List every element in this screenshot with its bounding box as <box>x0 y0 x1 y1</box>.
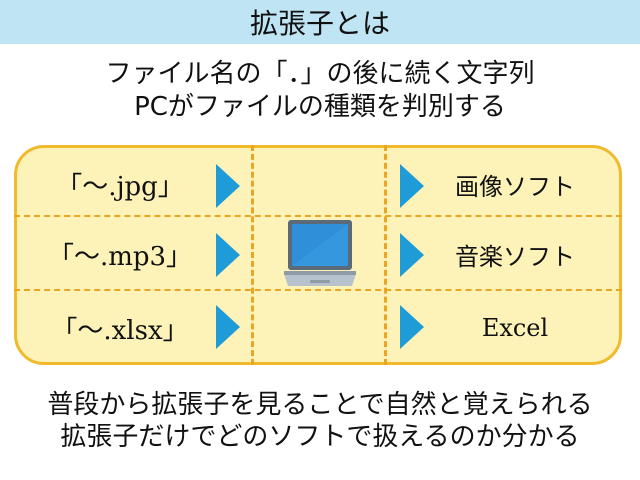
triangle-arrow-icon <box>216 305 240 349</box>
triangle-arrow-icon <box>400 233 424 277</box>
extension-mp3: 「～.mp3」 <box>47 241 193 272</box>
page-title: 拡張子とは <box>249 7 390 40</box>
software-music: 音楽ソフト <box>455 242 575 271</box>
triangle-arrow-icon <box>216 164 240 208</box>
extension-xlsx: 「～.xlsx」 <box>51 315 189 346</box>
row-divider <box>14 215 622 217</box>
intro-line-2: PCがファイルの種類を判別する <box>134 92 506 122</box>
outro-line-2: 拡張子だけでどのソフトで扱えるのか分かる <box>60 422 580 452</box>
row-divider <box>14 289 622 291</box>
extension-jpg: 「～.jpg」 <box>56 171 184 202</box>
software-excel: Excel <box>481 314 549 342</box>
title-bar: 拡張子とは <box>0 0 640 44</box>
center-column <box>251 145 387 365</box>
software-image: 画像ソフト <box>455 172 575 201</box>
triangle-arrow-icon <box>216 233 240 277</box>
outro-line-1: 普段から拡張子を見ることで自然と覚えられる <box>47 390 593 420</box>
triangle-arrow-icon <box>400 164 424 208</box>
intro-line-1: ファイル名の「．」の後に続く文字列 <box>105 59 535 89</box>
laptop-icon <box>284 220 356 286</box>
triangle-arrow-icon <box>400 305 424 349</box>
intro-text: ファイル名の「．」の後に続く文字列 PCがファイルの種類を判別する <box>0 58 640 124</box>
outro-text: 普段から拡張子を見ることで自然と覚えられる 拡張子だけでどのソフトで扱えるのか分… <box>0 389 640 453</box>
